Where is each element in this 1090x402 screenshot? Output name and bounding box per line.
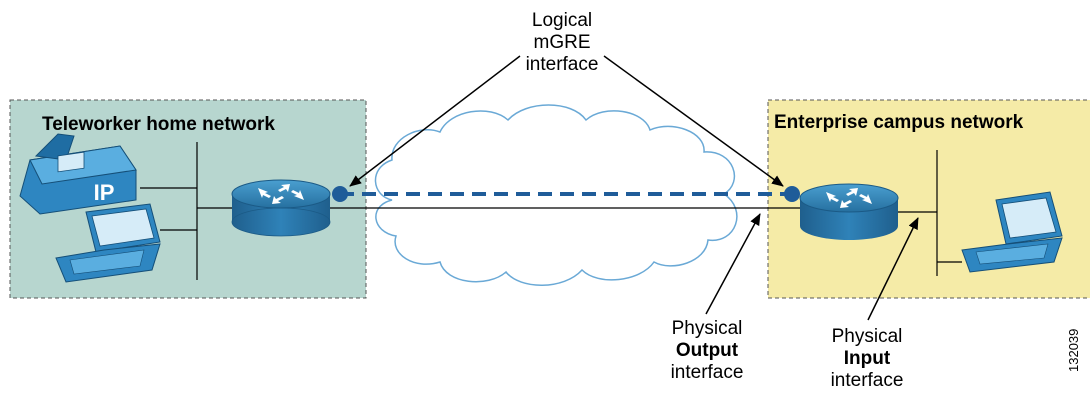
campus-mgre-endpoint [784, 186, 800, 202]
home-network-title: Teleworker home network [42, 114, 275, 135]
logical-mgre-label: Logical mGRE interface [512, 10, 612, 76]
campus-router-icon [799, 183, 899, 240]
output-arrow [705, 213, 761, 315]
input-label-line3: interface [830, 370, 904, 391]
output-label-line2: Output [675, 340, 739, 361]
input-label-line2: Input [843, 348, 891, 369]
logical-label-line1: Logical [531, 10, 593, 31]
campus-network-title: Enterprise campus network [774, 112, 1024, 133]
campus-laptop-icon [961, 191, 1063, 273]
physical-input-label: Physical Input interface [812, 326, 922, 392]
figure-id: 132039 [1066, 328, 1081, 372]
output-label-line3: interface [670, 362, 744, 383]
logical-label-line3: interface [525, 54, 599, 75]
output-label-line1: Physical [671, 318, 743, 339]
home-laptop-icon [55, 203, 161, 283]
logical-arrow-right [603, 55, 784, 187]
logical-label-line2: mGRE [533, 32, 591, 53]
input-label-line1: Physical [831, 326, 903, 347]
logical-arrow-left [349, 55, 521, 187]
input-arrow [867, 217, 919, 321]
physical-output-label: Physical Output interface [652, 318, 762, 384]
home-router-icon [231, 179, 331, 237]
home-mgre-endpoint [332, 186, 348, 202]
ip-phone-badge: IP [94, 180, 115, 205]
ip-phone-icon [19, 133, 137, 215]
